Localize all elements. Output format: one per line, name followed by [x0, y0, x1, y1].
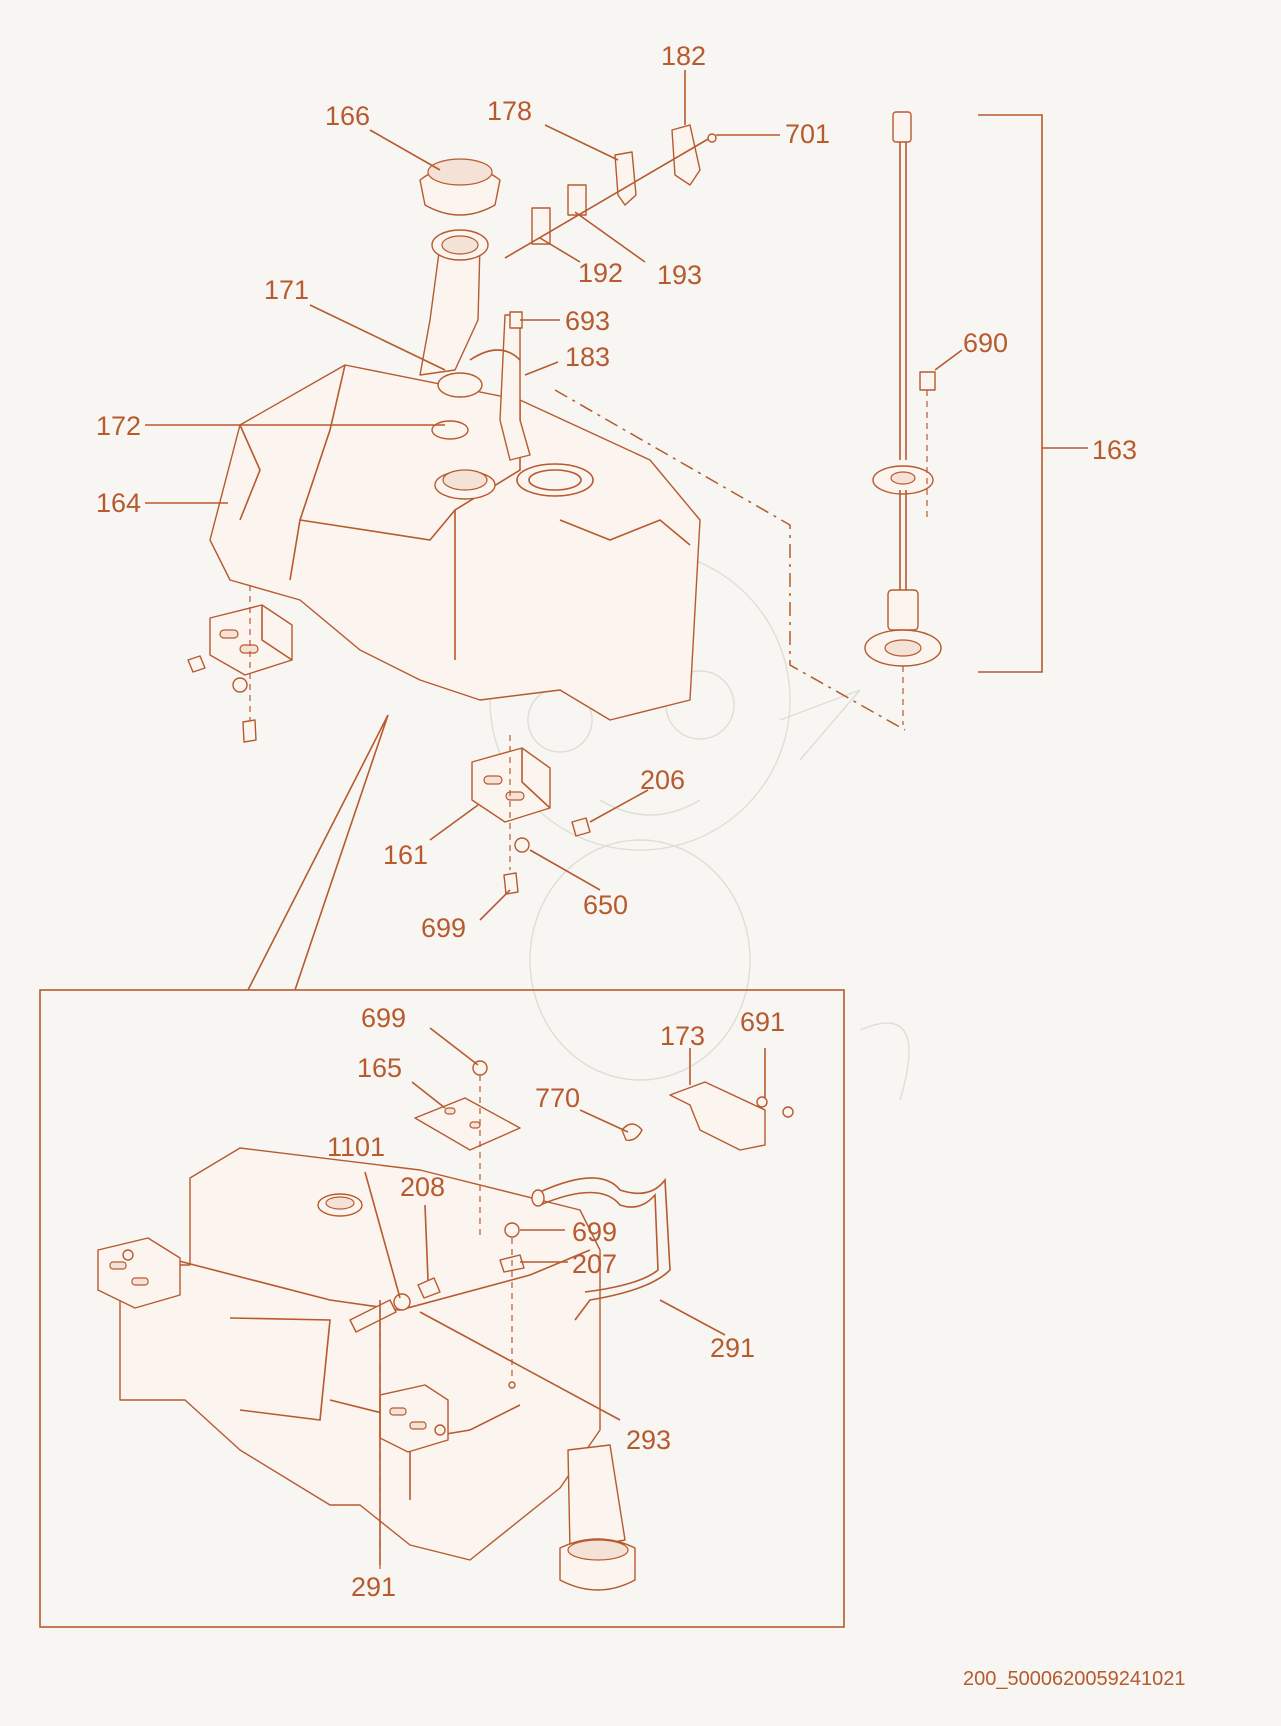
- label-208: 208: [400, 1172, 445, 1202]
- label-690: 690: [963, 328, 1008, 358]
- label-293: 293: [626, 1425, 671, 1455]
- label-701: 701: [785, 119, 830, 149]
- mount-bracket-center: [471, 735, 591, 895]
- label-693: 693: [565, 306, 610, 336]
- label-172: 172: [96, 411, 141, 441]
- sender-location-line: [554, 389, 906, 731]
- label-699-detail-plate: 699: [361, 1003, 406, 1033]
- label-291-right: 291: [710, 1333, 755, 1363]
- label-193: 193: [657, 260, 702, 290]
- label-163: 163: [1092, 435, 1137, 465]
- label-691: 691: [740, 1007, 785, 1037]
- label-206: 206: [640, 765, 685, 795]
- label-650: 650: [583, 890, 628, 920]
- drawing-id: 200_5000620059241021: [963, 1668, 1185, 1690]
- bracket-163: [978, 114, 1088, 673]
- fuel-sender-163: [864, 111, 942, 725]
- label-183: 183: [565, 342, 610, 372]
- mount-bracket-left: [187, 585, 293, 743]
- label-164: 164: [96, 488, 141, 518]
- label-165: 165: [357, 1053, 402, 1083]
- leader-lines: [145, 70, 963, 1565]
- label-291-bottom: 291: [351, 1572, 396, 1602]
- label-166: 166: [325, 101, 370, 131]
- vent-bracket: [469, 311, 531, 461]
- label-182: 182: [661, 41, 706, 71]
- label-699-top: 699: [421, 913, 466, 943]
- label-699-detail: 699: [572, 1217, 617, 1247]
- detail-view: [39, 714, 845, 1628]
- label-161: 161: [383, 840, 428, 870]
- label-178: 178: [487, 96, 532, 126]
- upper-brackets: [504, 124, 717, 259]
- filler-neck-assembly: [419, 158, 501, 398]
- label-173: 173: [660, 1021, 705, 1051]
- label-192: 192: [578, 258, 623, 288]
- label-207: 207: [572, 1249, 617, 1279]
- part-labels: 166 178 182 701 192 193 171 693 183 172 …: [96, 41, 1137, 1602]
- label-171: 171: [264, 275, 309, 305]
- label-1101: 1101: [327, 1132, 385, 1162]
- label-770: 770: [535, 1083, 580, 1113]
- fuel-tank-upper: [209, 364, 701, 721]
